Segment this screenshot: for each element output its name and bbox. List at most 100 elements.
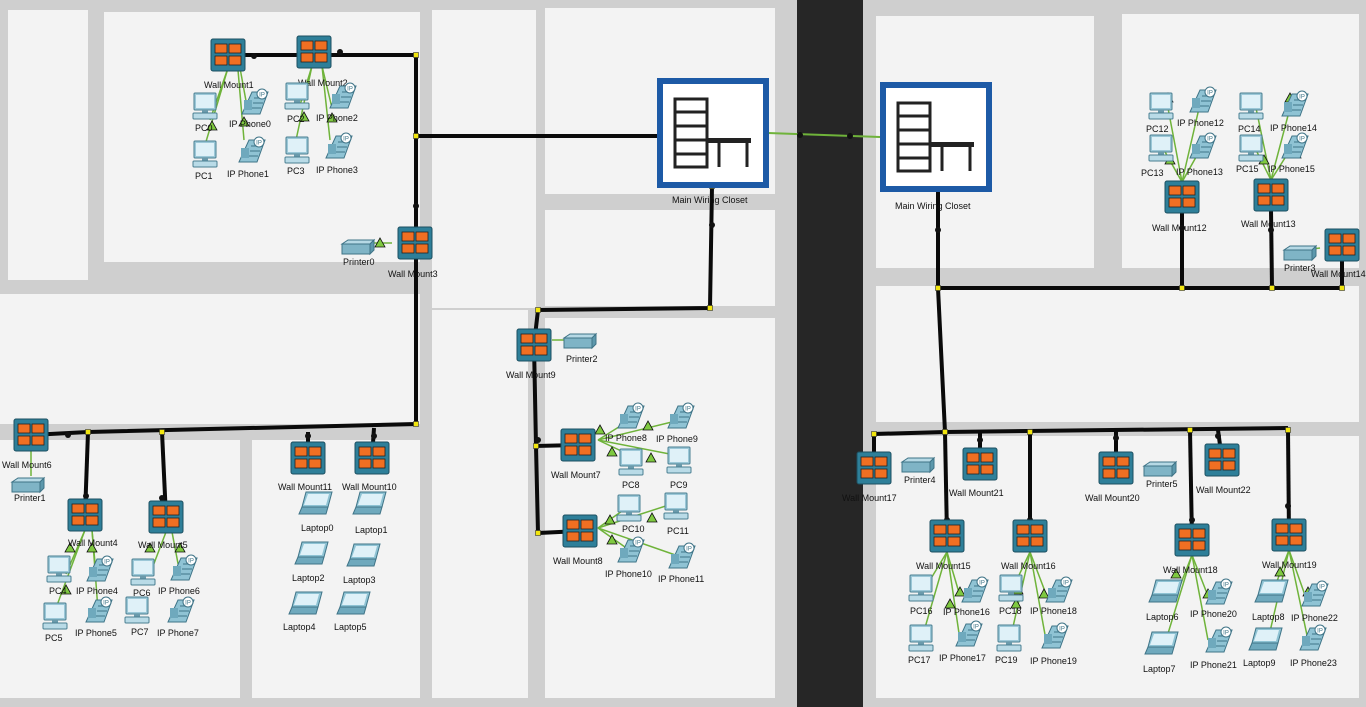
cable-bend-point[interactable] [413,421,419,427]
ip-phone-ph19[interactable]: IP [1038,622,1070,655]
pc-pc17[interactable] [908,624,934,657]
cable-bend-point[interactable] [85,429,91,435]
printer-pr0[interactable] [340,236,376,261]
straight-through-cable[interactable] [1288,549,1307,599]
straight-through-cable[interactable] [321,65,331,141]
wall-mount-wall-mount7[interactable] [560,428,596,467]
ip-phone-ph18[interactable]: IP [1042,576,1074,609]
pc-pc13[interactable] [1148,134,1174,167]
laptop-lt3[interactable] [346,542,382,573]
wall-mount-wall-mount10[interactable] [354,441,390,480]
straight-through-cable[interactable] [946,551,961,641]
cable-bend-point[interactable] [935,285,941,291]
laptop-lt1[interactable] [352,490,388,521]
wall-mount-wall-mount4[interactable] [67,498,103,537]
wall-mount-wall-mount22[interactable] [1204,443,1240,482]
pc-pc18[interactable] [998,574,1024,607]
wall-mount-wall-mount12[interactable] [1164,180,1200,219]
pc-pc16[interactable] [908,574,934,607]
cable-bend-point[interactable] [942,429,948,435]
ip-phone-ph13[interactable]: IP [1186,132,1218,165]
crossover-cable[interactable] [767,132,881,138]
backbone-cable[interactable] [1269,209,1274,289]
pc-pc9[interactable] [666,446,692,479]
laptop-lt2[interactable] [294,540,330,571]
wall-mount-wall-mount13[interactable] [1253,178,1289,217]
ip-phone-ph22[interactable]: IP [1298,580,1330,613]
cable-bend-point[interactable] [535,307,541,313]
pc-pc2[interactable] [284,82,310,115]
ip-phone-ph8[interactable]: IP [614,402,646,435]
pc-pc1[interactable] [192,140,218,173]
laptop-lt9[interactable] [1248,626,1284,657]
ip-phone-ph14[interactable]: IP [1278,90,1310,123]
ip-phone-ph12[interactable]: IP [1186,86,1218,119]
ip-phone-ph6[interactable]: IP [167,554,199,587]
ip-phone-ph23[interactable]: IP [1296,624,1328,657]
backbone-cable[interactable] [936,190,1344,290]
straight-through-cable[interactable] [597,439,681,457]
wall-mount-wall-mount3[interactable] [397,226,433,265]
pc-pc3[interactable] [284,136,310,169]
straight-through-cable[interactable] [1167,107,1183,183]
main-wiring-closet[interactable] [657,78,769,188]
pc-pc0[interactable] [192,92,218,125]
ip-phone-ph20[interactable]: IP [1202,578,1234,611]
cable-bend-point[interactable] [1179,285,1185,291]
pc-pc12[interactable] [1148,92,1174,125]
straight-through-cable[interactable] [1288,549,1309,641]
laptop-lt8[interactable] [1254,578,1290,609]
wall-mount-wall-mount17[interactable] [856,451,892,490]
wall-mount-wall-mount16[interactable] [1012,519,1048,558]
wall-mount-wall-mount1[interactable] [210,38,246,77]
pc-pc4[interactable] [46,555,72,588]
straight-through-cable[interactable] [597,419,681,441]
pc-pc19[interactable] [996,624,1022,657]
backbone-cable[interactable] [532,185,714,346]
ip-phone-ph11[interactable]: IP [665,542,697,575]
ip-phone-ph16[interactable]: IP [958,576,990,609]
pc-pc6[interactable] [130,558,156,591]
straight-through-cable[interactable] [1181,103,1201,183]
wall-mount-wall-mount18[interactable] [1174,523,1210,562]
wall-mount-wall-mount14[interactable] [1324,228,1360,267]
pc-pc8[interactable] [618,448,644,481]
ip-phone-ph4[interactable]: IP [83,555,115,588]
wall-mount-wall-mount6[interactable] [13,418,49,457]
pc-pc14[interactable] [1238,92,1264,125]
pc-pc15[interactable] [1238,134,1264,167]
straight-through-cable[interactable] [921,551,948,639]
ip-phone-ph21[interactable]: IP [1202,626,1234,659]
wall-mount-wall-mount15[interactable] [929,519,965,558]
ip-phone-ph1[interactable]: IP [235,136,267,169]
straight-through-cable[interactable] [237,69,245,141]
straight-through-cable[interactable] [321,65,333,109]
cable-bend-point[interactable] [1269,285,1275,291]
ip-phone-ph10[interactable]: IP [614,536,646,569]
cable-bend-point[interactable] [1027,429,1033,435]
cable-bend-point[interactable] [1339,285,1345,291]
printer-pr3[interactable] [1282,242,1318,267]
straight-through-cable[interactable] [946,551,961,597]
straight-through-cable[interactable] [1191,554,1209,641]
straight-through-cable[interactable] [1191,554,1209,597]
wall-mount-wall-mount11[interactable] [290,441,326,480]
wall-mount-wall-mount19[interactable] [1271,518,1307,557]
pc-pc10[interactable] [616,494,642,527]
cable-bend-point[interactable] [1187,427,1193,433]
ip-phone-ph2[interactable]: IP [326,82,358,115]
laptop-lt7[interactable] [1144,630,1180,661]
laptop-lt0[interactable] [298,490,334,521]
ip-phone-ph9[interactable]: IP [664,402,696,435]
backbone-cable[interactable] [872,287,948,468]
printer-pr5[interactable] [1142,458,1178,483]
laptop-lt4[interactable] [288,590,324,621]
printer-pr1[interactable] [10,474,46,499]
cable-bend-point[interactable] [413,52,419,58]
ip-phone-ph15[interactable]: IP [1278,132,1310,165]
straight-through-cable[interactable] [1029,551,1047,641]
cable-bend-point[interactable] [159,429,165,435]
laptop-lt5[interactable] [336,590,372,621]
cable-bend-point[interactable] [413,133,419,139]
